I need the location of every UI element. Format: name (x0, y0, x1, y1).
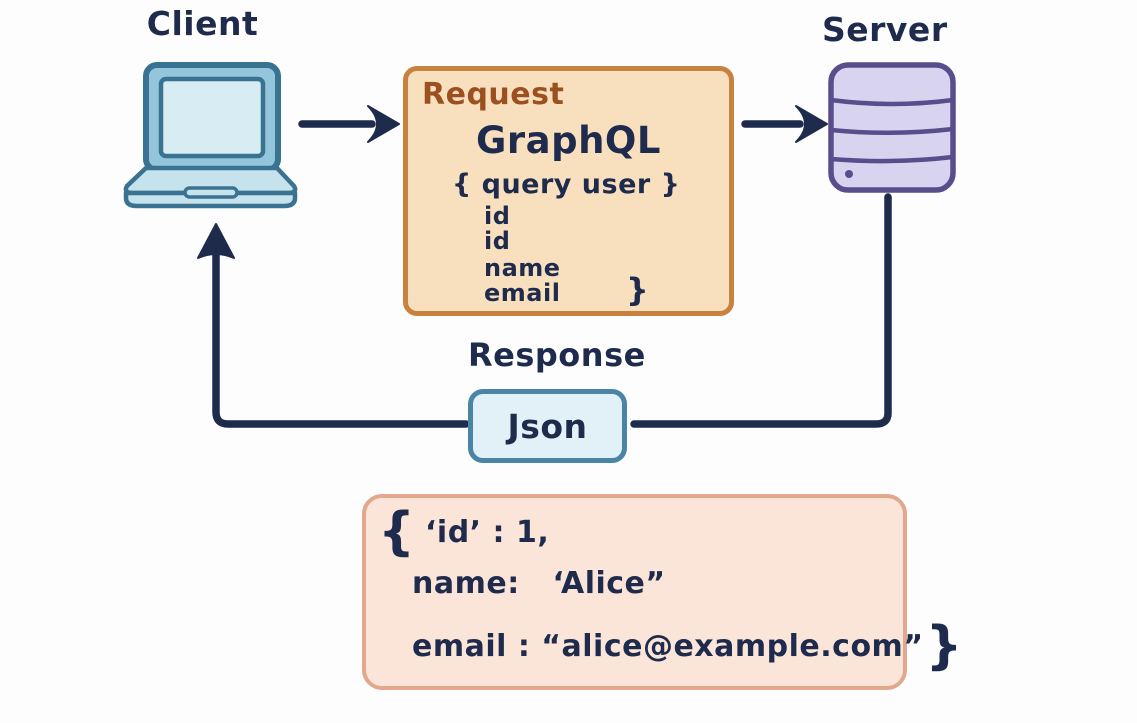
json-box: Json (468, 389, 627, 463)
query-line: { query user } (452, 169, 681, 200)
result-close-brace: } (925, 616, 963, 676)
result-line-email: email : “alice@example.com” } (412, 620, 963, 672)
result-open-brace: { (378, 502, 416, 562)
result-id-text: ‘id’ : 1, (425, 514, 550, 550)
request-to-server-arrow (741, 105, 828, 143)
result-line-name: name: ‘Alice” (412, 566, 666, 601)
request-box-title: Request (422, 77, 565, 112)
query-field-id-2: id (484, 227, 511, 255)
response-label: Response (468, 336, 646, 374)
client-label: Client (146, 4, 259, 43)
json-box-label: Json (507, 406, 588, 446)
result-json-box: { ‘id’ : 1, name: ‘Alice” email : “alice… (362, 494, 963, 690)
server-led-dot (845, 170, 853, 178)
graphql-title: GraphQL (476, 119, 661, 162)
result-name-text: name: ‘Alice” (412, 566, 666, 601)
server-label: Server (822, 10, 948, 49)
result-email-text: email : “alice@example.com” (412, 628, 924, 664)
query-field-name: name (484, 254, 561, 282)
laptop-icon (123, 62, 298, 209)
client-to-request-arrow (298, 105, 400, 143)
query-field-id-1: id (484, 202, 511, 230)
query-closing-brace: } (626, 271, 650, 309)
query-field-email: email (484, 279, 561, 307)
server-stack-icon (828, 62, 956, 193)
request-box: Request GraphQL { query user } id id nam… (403, 66, 734, 316)
result-line-id: { ‘id’ : 1, (378, 506, 549, 558)
